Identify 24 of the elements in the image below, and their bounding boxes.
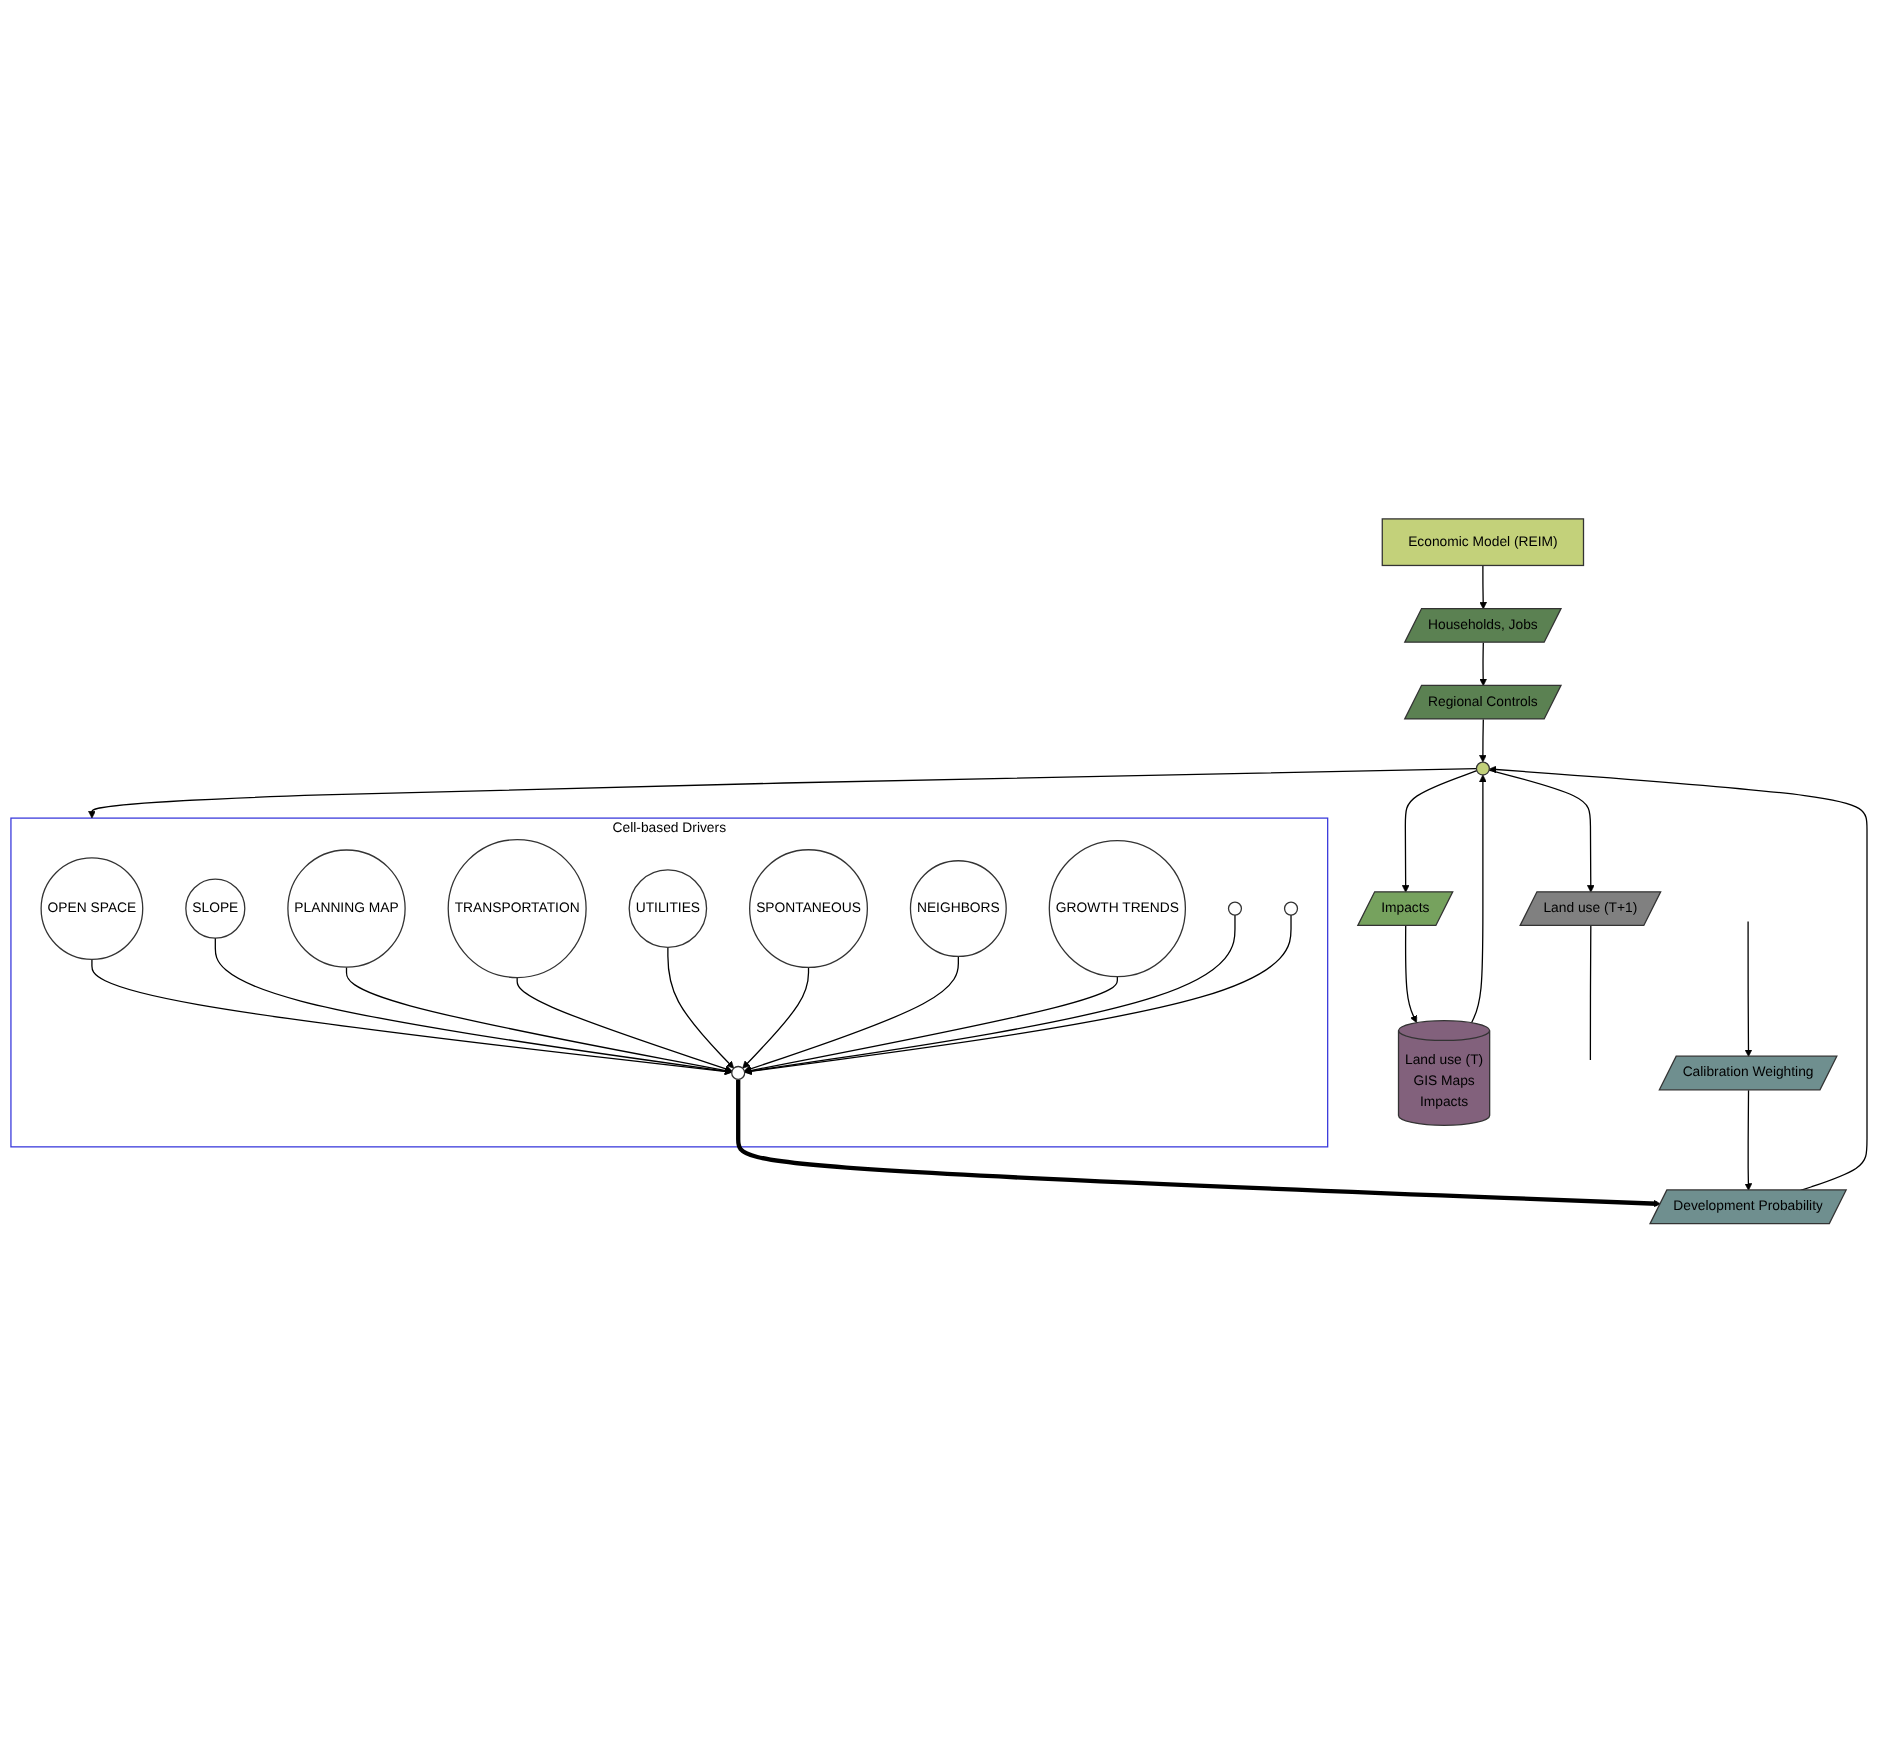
- arrow: [1470, 774, 1487, 1024]
- node-circle: [1283, 901, 1299, 916]
- arrow: [214, 937, 733, 1075]
- arrow: [345, 966, 733, 1074]
- arrow: [1744, 920, 1753, 1057]
- arrow: [744, 955, 959, 1073]
- arrow: [1744, 1089, 1753, 1191]
- arrow: [1479, 564, 1487, 610]
- arrow: [91, 958, 733, 1075]
- arrow: [1401, 769, 1478, 893]
- node-circle: [731, 1065, 746, 1080]
- node-circle: [1475, 761, 1491, 776]
- connector: [1589, 924, 1592, 1061]
- arrow: [1479, 641, 1487, 686]
- arrow: [1405, 924, 1418, 1023]
- arrow: [736, 1079, 1661, 1208]
- node-circle: [1227, 901, 1243, 916]
- arrow: [516, 976, 733, 1073]
- arrow: [1489, 765, 1868, 1191]
- arrow: [88, 767, 1478, 819]
- arrow: [742, 966, 810, 1069]
- arrow: [667, 946, 735, 1069]
- arrow: [1479, 718, 1487, 763]
- arrow: [1488, 769, 1595, 893]
